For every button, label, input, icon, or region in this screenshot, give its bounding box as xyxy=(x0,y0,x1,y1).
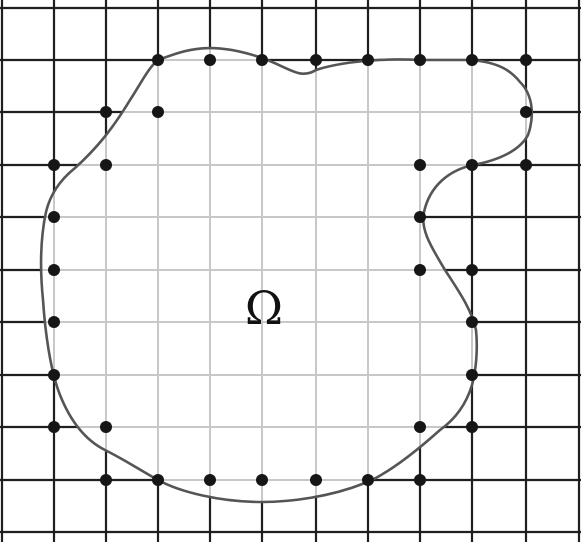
grid-node xyxy=(48,316,60,328)
grid-node xyxy=(100,474,112,486)
boundary-grid-nodes xyxy=(48,54,532,486)
grid-node xyxy=(48,264,60,276)
grid-node xyxy=(520,106,532,118)
grid-node xyxy=(204,474,216,486)
grid-node xyxy=(100,421,112,433)
grid-node xyxy=(414,264,426,276)
grid-node xyxy=(48,421,60,433)
grid-node xyxy=(466,54,478,66)
grid-node xyxy=(48,211,60,223)
grid-node xyxy=(310,54,322,66)
grid-node xyxy=(48,369,60,381)
grid-node xyxy=(152,106,164,118)
grid-node xyxy=(414,54,426,66)
domain-label: Ω xyxy=(245,281,283,335)
grid-node xyxy=(466,421,478,433)
grid-node xyxy=(362,474,374,486)
grid-node xyxy=(48,159,60,171)
grid-node xyxy=(414,474,426,486)
grid-node xyxy=(520,159,532,171)
grid-node xyxy=(152,54,164,66)
grid-node xyxy=(256,474,268,486)
grid-node xyxy=(520,54,532,66)
grid-node xyxy=(466,369,478,381)
grid-node xyxy=(466,159,478,171)
grid-node xyxy=(310,474,322,486)
grid-node xyxy=(100,106,112,118)
grid-node xyxy=(414,159,426,171)
grid-node xyxy=(256,54,268,66)
grid-node xyxy=(152,474,164,486)
grid-node xyxy=(466,316,478,328)
grid-node xyxy=(204,54,216,66)
grid-node xyxy=(100,159,112,171)
grid-node xyxy=(362,54,374,66)
grid-node xyxy=(466,264,478,276)
grid-node xyxy=(414,421,426,433)
grid-node xyxy=(414,211,426,223)
